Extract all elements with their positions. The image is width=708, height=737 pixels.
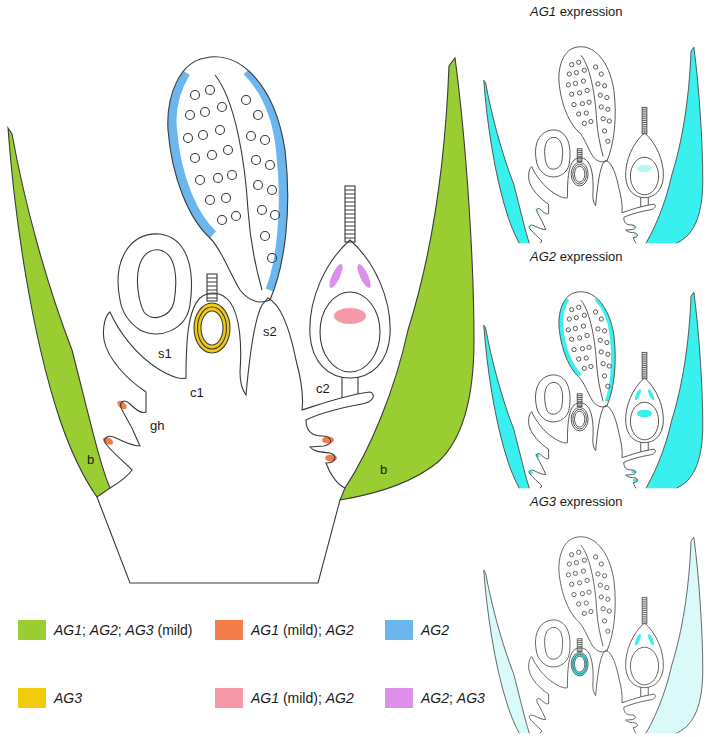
legend-entry: AG1 (mild); AG2 bbox=[215, 620, 354, 640]
section-outline bbox=[8, 57, 474, 583]
legend-entry: AG2; AG3 bbox=[385, 688, 485, 708]
style-base bbox=[327, 263, 373, 290]
legend-swatch bbox=[215, 620, 243, 640]
legend-swatch bbox=[18, 688, 46, 708]
part-label: gh bbox=[150, 418, 164, 433]
legend-text: AG2; AG3 bbox=[421, 689, 485, 707]
part-label: b bbox=[380, 462, 387, 477]
expression-panel bbox=[484, 537, 703, 737]
panel-title: AG2 expression bbox=[530, 249, 623, 264]
expression-panel bbox=[484, 292, 703, 539]
legend-swatch bbox=[385, 688, 413, 708]
main-section bbox=[8, 57, 474, 583]
legend-entry: AG1 (mild); AG2 bbox=[215, 688, 354, 708]
panel-title: AG1 expression bbox=[530, 4, 623, 19]
legend-entry: AG2 bbox=[385, 620, 449, 640]
panel-title: AG3 expression bbox=[530, 494, 623, 509]
expression-panel bbox=[484, 47, 703, 294]
bract-fill bbox=[340, 58, 474, 500]
legend-swatch bbox=[385, 620, 413, 640]
part-label: s1 bbox=[158, 346, 172, 361]
legend-entry: AG1; AG2; AG3 (mild) bbox=[18, 620, 193, 640]
legend-text: AG1 (mild); AG2 bbox=[251, 689, 354, 707]
part-label: s2 bbox=[263, 324, 277, 339]
anther-band bbox=[168, 68, 288, 292]
legend-text: AG2 bbox=[421, 621, 449, 639]
part-label: c1 bbox=[190, 385, 204, 400]
legend-entry: AG3 bbox=[18, 688, 82, 708]
legend-swatch bbox=[215, 688, 243, 708]
part-label: b bbox=[87, 452, 94, 467]
legend-swatch bbox=[18, 620, 46, 640]
legend-text: AG1 (mild); AG2 bbox=[251, 621, 354, 639]
legend-text: AG3 bbox=[54, 689, 82, 707]
bract-fill bbox=[8, 128, 110, 497]
part-label: c2 bbox=[316, 381, 330, 396]
legend-text: AG1; AG2; AG3 (mild) bbox=[54, 621, 193, 639]
